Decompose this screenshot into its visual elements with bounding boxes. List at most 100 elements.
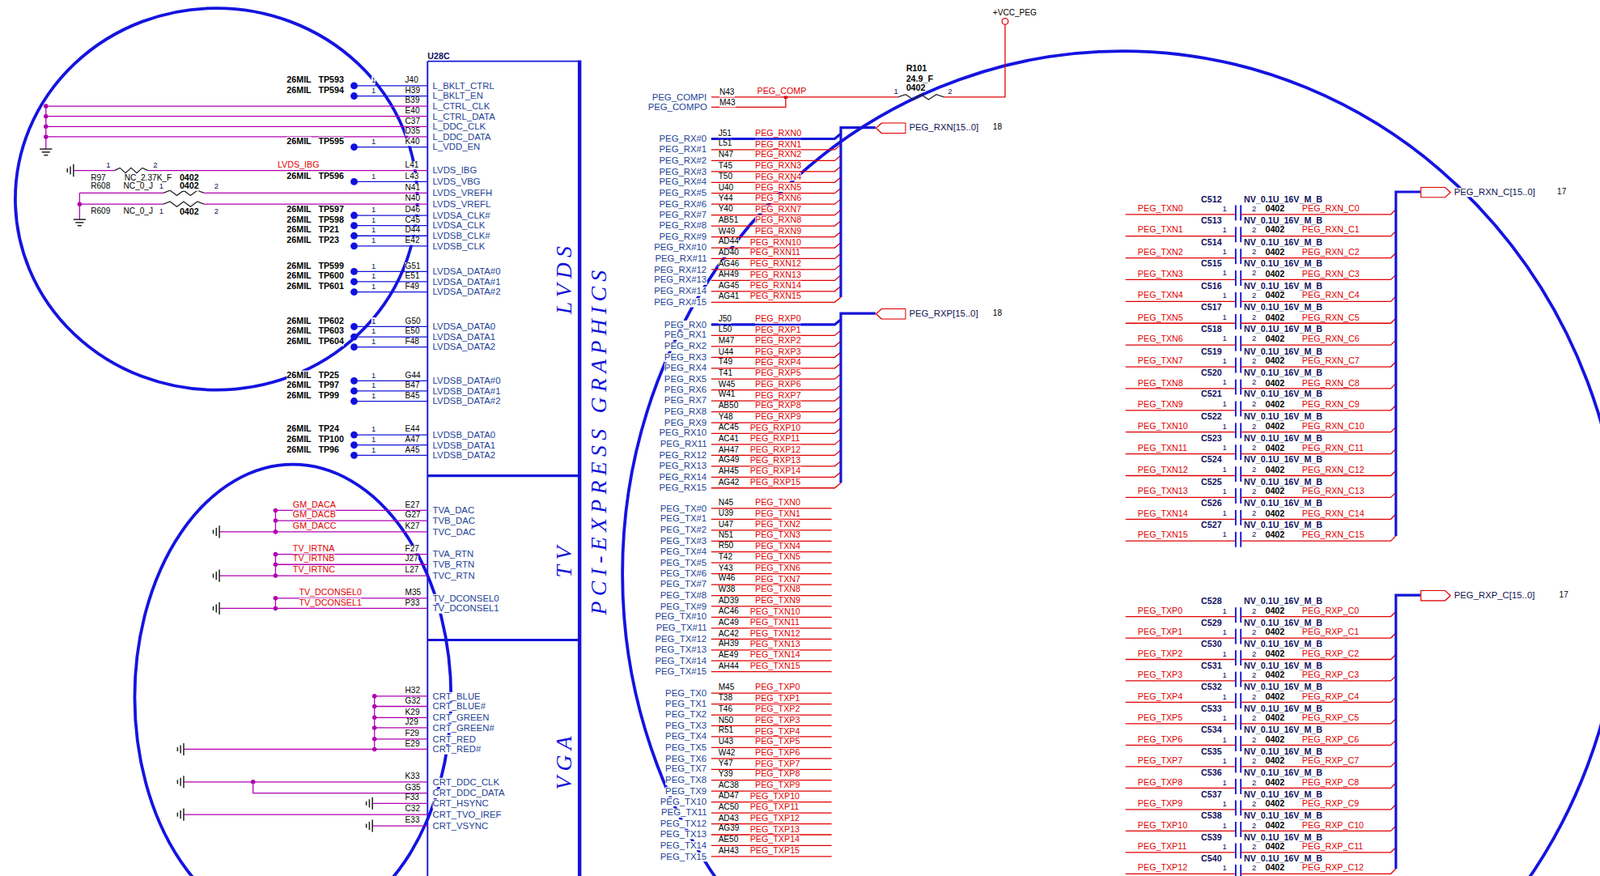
ground-symbol	[73, 219, 86, 226]
pin-number: AG45	[718, 281, 740, 290]
part-value: NV_0.1U_16V_M_B	[1243, 831, 1323, 841]
ground-bar	[39, 148, 52, 150]
capacitor-symbol	[1239, 757, 1242, 773]
pin-name: PEG_TX3	[665, 721, 707, 730]
pin-name: CRT_RED#	[432, 744, 482, 754]
pin-name: LVDSA_DATA#2	[432, 287, 501, 297]
pin-name: PEG_RX6	[664, 385, 707, 395]
capacitor-symbol	[1239, 531, 1242, 548]
part-value: NV_0.1U_16V_M_B	[1243, 303, 1323, 313]
ground-symbol	[177, 775, 184, 788]
capacitor-symbol	[1239, 248, 1242, 264]
pin-number: AD40	[718, 248, 739, 257]
net-name: PEG_RXN13	[750, 270, 802, 280]
ground-bar	[371, 797, 374, 810]
part-reference: R609	[90, 207, 111, 216]
pin-number: 2	[1251, 606, 1257, 615]
part-reference: C519	[1201, 346, 1223, 356]
part-value: NV_0.1U_16V_M_B	[1243, 499, 1323, 509]
signal-bus	[839, 319, 842, 484]
pin-number: 2	[1251, 713, 1257, 722]
pin-name: PEG_RX#5	[659, 188, 708, 198]
ground-bar	[177, 746, 179, 752]
pin-number: 1	[1222, 466, 1227, 474]
pin-number: AD43	[718, 814, 739, 823]
pin-number: B45	[405, 391, 421, 400]
pin-number: N43	[719, 88, 735, 97]
capacitor-symbol	[1239, 821, 1242, 837]
pin-number: 2	[1251, 799, 1257, 807]
pin-number: W49	[718, 227, 736, 236]
wire	[1125, 722, 1236, 724]
part-reference: C512	[1201, 194, 1223, 204]
pin-name: PEG_TX15	[660, 851, 707, 861]
part-reference: C517	[1201, 303, 1223, 313]
ground-bar	[177, 812, 179, 817]
package-size: 0402	[1264, 777, 1285, 787]
test-point: TP603	[318, 326, 344, 336]
part-value: NV_0.1U_16V_M_B	[1243, 433, 1323, 443]
net-name: PEG_RXN_C2	[1302, 247, 1360, 257]
pin-number: U47	[718, 520, 735, 529]
wire	[711, 855, 832, 857]
pin-name: PEG_TX6	[665, 753, 707, 763]
pin-name: LVDSA_DATA2	[432, 342, 497, 352]
capacitor-symbol	[1239, 799, 1242, 815]
part-value: NV_0.1U_16V_M_B	[1243, 810, 1323, 820]
part-reference: C539	[1201, 831, 1223, 841]
trace-width: 26MIL	[286, 316, 311, 326]
net-name: PEG_RXP_C5	[1302, 712, 1359, 722]
pin-number: B47	[405, 381, 421, 390]
pin-number: 1	[1222, 269, 1227, 277]
net-name: PEG_TXP1	[755, 693, 800, 703]
net-name: TV_DCONSEL1	[298, 598, 361, 607]
pin-number: M43	[719, 98, 736, 107]
wire	[46, 126, 429, 128]
package-size: 0402	[1264, 606, 1285, 616]
wire	[203, 203, 428, 205]
net-name: PEG_RXP0	[755, 314, 802, 323]
part-reference: C531	[1201, 660, 1223, 670]
wire	[1125, 765, 1236, 767]
pin-name: TVA_DAC	[432, 505, 475, 515]
pin-number: N45	[718, 498, 735, 507]
part-value: NV_0.1U_16V_M_B	[1243, 703, 1323, 713]
net-name: PEG_RXN12	[750, 258, 802, 268]
net-name: PEG_RXN9	[755, 226, 802, 236]
part-value: NV_0.1U_16V_M_B	[1243, 596, 1323, 606]
wire	[46, 115, 429, 117]
net-name: PEG_TXP6	[755, 747, 800, 757]
net-name: PEG_RXN_C15	[1302, 530, 1365, 540]
net-name: PEG_TXP11	[750, 802, 800, 811]
capacitor-symbol	[1235, 714, 1237, 730]
pin-number: 1	[893, 87, 898, 95]
pin-name: PEG_RX1	[664, 331, 707, 340]
pin-name: PEG_TX0	[665, 687, 707, 697]
pin-name: LVDSB_DATA2	[432, 450, 497, 460]
net-name: PEG_RXP12	[750, 445, 802, 455]
pin-number: M47	[718, 336, 735, 345]
wire	[1125, 322, 1236, 324]
wire	[73, 169, 115, 171]
net-name: PEG_RXN6	[755, 194, 802, 204]
pin-number: AE50	[718, 835, 739, 844]
net-name: PEG_RXN_C1	[1302, 225, 1360, 235]
pin-number: 2	[1251, 649, 1257, 658]
net-name: PEG_TXN11	[1137, 443, 1188, 453]
pin-number: AH47	[718, 445, 739, 454]
pin-name: PEG_TX#14	[654, 656, 707, 666]
pin-name: PEG_TX14	[660, 840, 707, 850]
net-name: PEG_TXN12	[1137, 465, 1189, 475]
test-point: TP596	[318, 171, 344, 181]
wire	[275, 554, 276, 576]
capacitor-symbol	[1235, 531, 1237, 548]
wire	[711, 96, 899, 98]
test-point: TP99	[318, 390, 340, 400]
net-name: PEG_TXN1	[755, 509, 801, 518]
pin-name: PEG_RX11	[660, 439, 708, 449]
wiring	[39, 18, 1421, 876]
pin-number: 1	[1222, 649, 1227, 658]
pin-name: PEG_RX#12	[653, 264, 707, 274]
port-outline	[875, 308, 906, 319]
pin-number: 2	[1251, 466, 1257, 474]
